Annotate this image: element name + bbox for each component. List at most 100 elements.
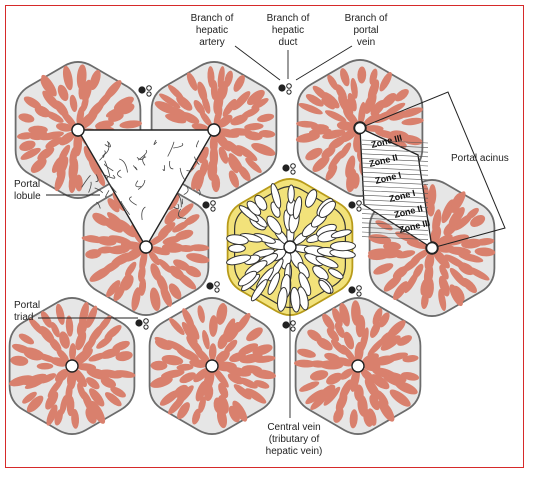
central-vein-dot <box>65 359 79 373</box>
hepatocyte-cord <box>385 352 409 362</box>
hepatocyte-cord <box>150 376 173 388</box>
hepatocyte-cord <box>322 313 335 331</box>
hepatocyte-cord <box>72 347 93 367</box>
label-hepatic-artery-line: Branch of <box>191 13 234 24</box>
hepatocyte-cord <box>349 409 358 429</box>
hepatocyte-cord <box>297 262 310 279</box>
hepatocyte-cord <box>296 120 319 128</box>
hepatocyte-cord <box>68 172 77 194</box>
hepatocyte-cord <box>370 374 390 390</box>
hepatocyte-cord <box>346 168 357 193</box>
hepatocyte-cord <box>394 381 418 395</box>
hepatocyte-cord <box>110 386 126 398</box>
hepatocyte-cord <box>217 114 233 128</box>
hepatocyte-cord <box>20 147 41 160</box>
hepatocyte-cord <box>247 89 265 106</box>
hepatocyte-cord <box>212 366 229 388</box>
hepatocyte-cord <box>76 64 87 90</box>
hepatocyte-cord <box>233 384 252 400</box>
label-portal-triad-line: Portal <box>14 300 40 311</box>
hepatocyte-cord <box>186 72 198 91</box>
hepatocyte-cord <box>362 113 380 127</box>
hepatocyte-cord <box>193 99 205 115</box>
hepatocyte-cord <box>59 331 70 349</box>
hepatocyte-cord <box>184 265 202 278</box>
hepatocyte-cord <box>154 101 178 115</box>
hepatocyte-cord <box>108 235 132 245</box>
hepatocyte-cord <box>159 389 180 406</box>
portal-triad <box>278 83 292 95</box>
hepatocyte-cord <box>307 329 322 342</box>
hepatocyte-cord <box>11 343 32 354</box>
portal-triad <box>138 85 152 97</box>
hepatocyte-cord <box>277 287 288 312</box>
hepatocyte-cord <box>232 91 251 111</box>
hepatocyte-cord <box>322 129 346 140</box>
hepatocyte-cord <box>258 130 276 138</box>
hepatocyte-cord <box>97 246 115 254</box>
label-portal-vein-line: Branch of <box>345 13 388 24</box>
hepatocyte-cord <box>324 352 341 363</box>
hepatocyte-cord <box>202 330 210 350</box>
hepatocyte-cord <box>186 253 210 264</box>
hepatocyte-cord <box>270 183 282 209</box>
hepatocyte-cord <box>321 98 335 110</box>
hepatocyte-cord <box>108 112 124 122</box>
hepatocyte-cord <box>251 143 276 156</box>
hepatocyte-cord <box>334 322 345 338</box>
portal-triad <box>206 281 220 293</box>
hepatocyte-cord <box>309 370 329 381</box>
hepatocyte-cord <box>113 284 126 302</box>
hepatocyte-cord <box>158 222 176 238</box>
portal-triad <box>135 318 149 330</box>
hepatocyte-cord <box>402 355 419 363</box>
hepatocyte-cord <box>45 391 59 410</box>
hepatocyte-cord <box>149 246 170 256</box>
hepatocyte-cord <box>254 380 270 389</box>
hepatocyte-cord <box>191 170 202 190</box>
hepatocyte-cord <box>244 123 264 131</box>
hepatocyte-cord <box>112 340 130 352</box>
hepatocyte-cord <box>448 207 465 227</box>
hepatocyte-cord <box>179 372 196 384</box>
hepatocyte-cord <box>318 279 332 294</box>
hepatocyte-cord <box>304 189 318 208</box>
hepatocyte-cord <box>103 80 122 100</box>
hepatocyte-cord <box>30 158 47 173</box>
hepatocyte-cord <box>72 368 87 388</box>
hepatocyte-cord <box>79 301 89 327</box>
hepatocyte-cord <box>420 278 429 296</box>
hepatocyte-cord <box>148 251 161 266</box>
hepatocyte-cord <box>381 92 397 108</box>
label-portal-triad-line: triad <box>14 312 33 323</box>
hepatocyte-cord <box>40 311 53 328</box>
portal-triad <box>348 200 362 212</box>
hepatocyte-cord <box>18 113 35 123</box>
hepatocyte-cord <box>438 288 447 312</box>
leader-line <box>295 45 353 81</box>
portal-triad <box>282 320 296 332</box>
hepatocyte-cord <box>441 199 455 224</box>
hepatocyte-cord <box>372 308 383 326</box>
hepatocyte-cord <box>240 107 260 119</box>
hepatocyte-cord <box>235 312 251 333</box>
hepatocyte-cord <box>107 212 126 229</box>
hepatocyte-cord <box>74 174 83 192</box>
hepatocyte-cord <box>305 147 323 161</box>
hepatocyte-cord <box>315 255 339 269</box>
hepatocyte-cord <box>368 248 391 256</box>
hepatocyte-cord <box>193 367 210 383</box>
hepatocyte-cord <box>245 157 262 173</box>
hepatocyte-cord <box>23 96 42 109</box>
hepatocyte-cord <box>161 242 185 253</box>
hepatocyte-cord <box>328 268 344 280</box>
hepatocyte-cord <box>125 261 137 277</box>
label-central-vein-line: hepatic vein) <box>266 446 323 457</box>
hepatocyte-cord <box>218 146 229 164</box>
hepatocyte-cord <box>176 203 194 220</box>
hepatocyte-cord <box>211 173 221 193</box>
